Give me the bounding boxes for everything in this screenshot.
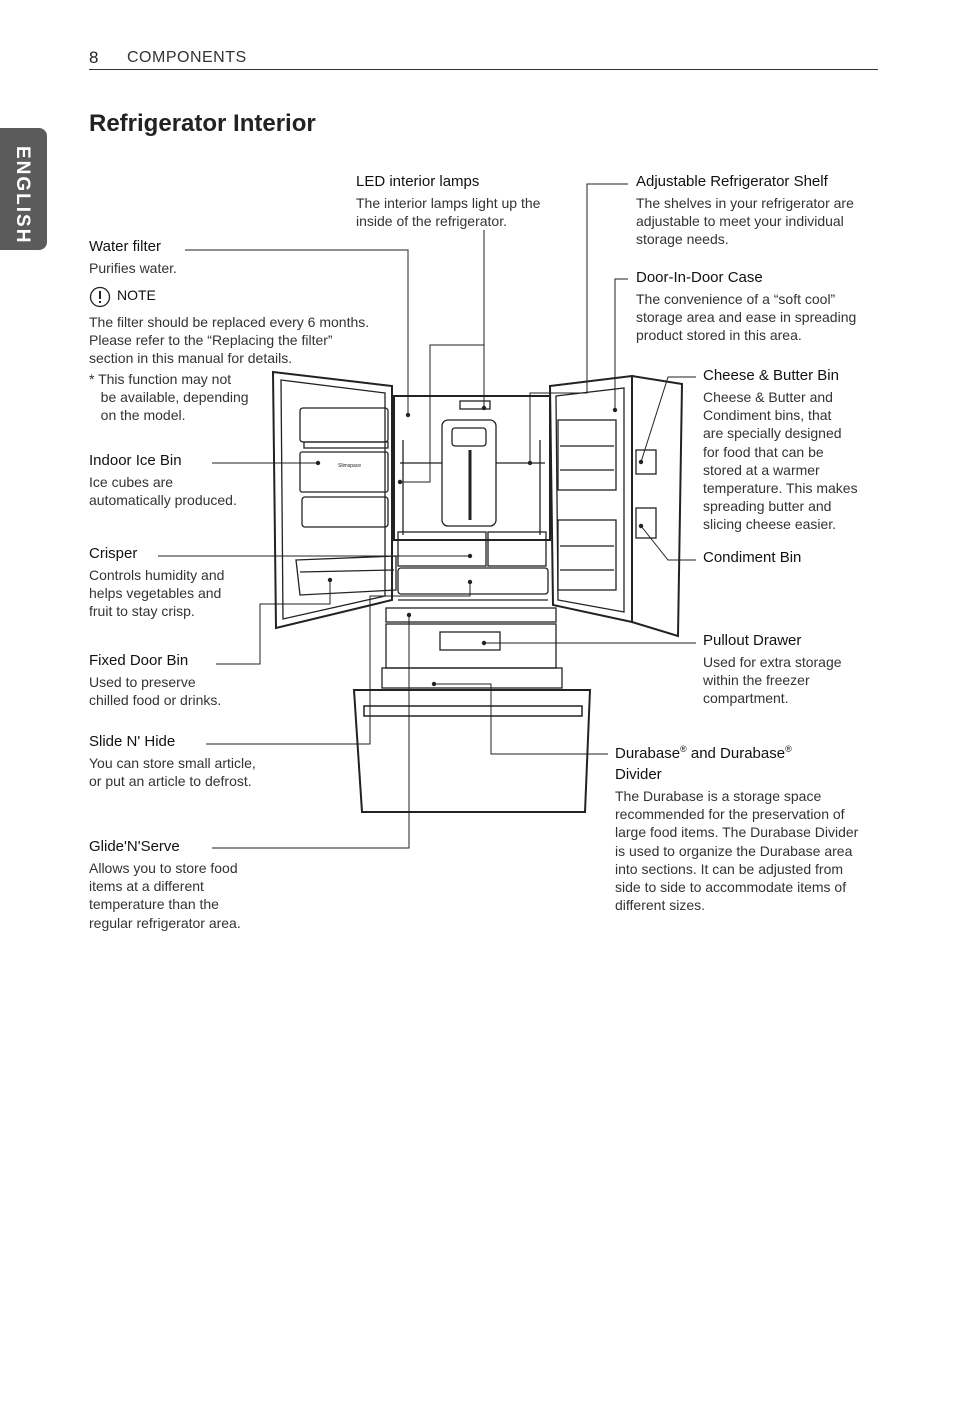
fixed-door-bin-label: Fixed Door Bin	[89, 652, 189, 669]
led-lamps-desc: The interior lamps light up the inside o…	[356, 195, 541, 230]
led-lamps-label: LED interior lamps	[356, 173, 480, 190]
leader-adjustable-shelf-a	[529, 183, 628, 463]
durabase-name-1: Durabase	[615, 745, 681, 762]
note-warning-icon	[89, 286, 111, 308]
left-door-bin-mid	[301, 496, 389, 528]
pullout-drawer-desc: Used for extra storage within the freeze…	[703, 654, 842, 707]
right-door	[548, 374, 633, 624]
durabase	[381, 667, 563, 689]
freezer-drawer	[352, 689, 592, 813]
water-filter-housing	[441, 419, 497, 527]
durabase-desc: The Durabase is a storage space recommen…	[615, 788, 859, 914]
condiment-bin-label: Condiment Bin	[703, 549, 802, 566]
adjustable-shelf-label: Adjustable Refrigerator Shelf	[636, 173, 828, 190]
header-rule	[89, 69, 878, 70]
durabase-name-2: and Durabase	[686, 745, 786, 762]
left-door-bin-top	[299, 407, 389, 443]
crisper-drawer-right	[487, 531, 547, 567]
glide-n-serve-label: Glide'N'Serve	[89, 838, 180, 855]
leader-slide-n-hide	[206, 582, 471, 745]
leader-door-in-door	[614, 278, 628, 410]
indoor-ice-bin-label: Indoor Ice Bin	[89, 452, 182, 469]
language-tab-label: ENGLISH	[12, 146, 33, 245]
left-crisper-bin	[295, 555, 397, 596]
pullout-drawer	[385, 623, 557, 669]
durabase-label: Durabase® and Durabase®	[615, 744, 792, 762]
leader-water-filter	[185, 249, 409, 415]
page-title: Refrigerator Interior	[89, 110, 316, 137]
registered-mark-1: ®	[680, 744, 687, 754]
note-footnote: * This function may not be available, de…	[89, 371, 249, 424]
crisper-desc: Controls humidity and helps vegetables a…	[89, 567, 225, 620]
durabase-label-line2: Divider	[615, 766, 662, 783]
registered-mark-2: ®	[785, 744, 792, 754]
note-label: NOTE	[117, 287, 156, 303]
leader-durabase	[434, 683, 608, 755]
pullout-drawer-label: Pullout Drawer	[703, 632, 802, 649]
section-title: COMPONENTS	[127, 49, 247, 66]
fridge-cabinet	[393, 395, 551, 541]
water-filter-desc: Purifies water.	[89, 260, 177, 276]
ice-bin-logo: Slimspace	[338, 463, 361, 469]
slide-n-hide-desc: You can store small article, or put an a…	[89, 755, 256, 790]
crisper-label: Crisper	[89, 545, 138, 562]
fixed-door-bin-desc: Used to preserve chilled food or drinks.	[89, 674, 222, 709]
language-tab: ENGLISH	[0, 128, 47, 250]
note-text: The filter should be replaced every 6 mo…	[89, 314, 370, 367]
condiment-bin	[635, 507, 657, 539]
led-lamp	[459, 400, 491, 410]
cheese-butter-bin-label: Cheese & Butter Bin	[703, 367, 839, 384]
leader-adjustable-shelf-b	[400, 344, 484, 483]
leader-fixed-door-bin	[216, 580, 331, 665]
left-door	[271, 370, 393, 630]
cheese-butter-bin-desc: Cheese & Butter and Condiment bins, that…	[703, 389, 858, 533]
door-in-door-label: Door-In-Door Case	[636, 269, 763, 286]
water-filter-label: Water filter	[89, 238, 161, 255]
crisper-drawer-left	[397, 531, 487, 567]
glide-n-serve-desc: Allows you to store food items at a diff…	[89, 860, 241, 931]
indoor-ice-bin-desc: Ice cubes are automatically produced.	[89, 474, 237, 509]
slide-n-hide-label: Slide N' Hide	[89, 733, 176, 750]
page-number: 8	[89, 48, 99, 67]
freezer-handle	[363, 705, 583, 717]
cheese-butter-bin	[635, 449, 657, 475]
leader-condiment	[640, 525, 696, 561]
freezer-divider	[385, 607, 557, 623]
door-in-door-desc: The convenience of a “soft cool” storage…	[636, 291, 857, 344]
glide-n-serve-drawer	[397, 567, 549, 595]
leader-cheese-butter	[640, 376, 696, 463]
adjustable-shelf-desc: The shelves in your refrigerator are adj…	[636, 195, 854, 248]
door-in-door-panel	[631, 375, 684, 638]
left-door-ice-bin	[299, 451, 389, 493]
leader-glide-n-serve	[212, 615, 410, 849]
